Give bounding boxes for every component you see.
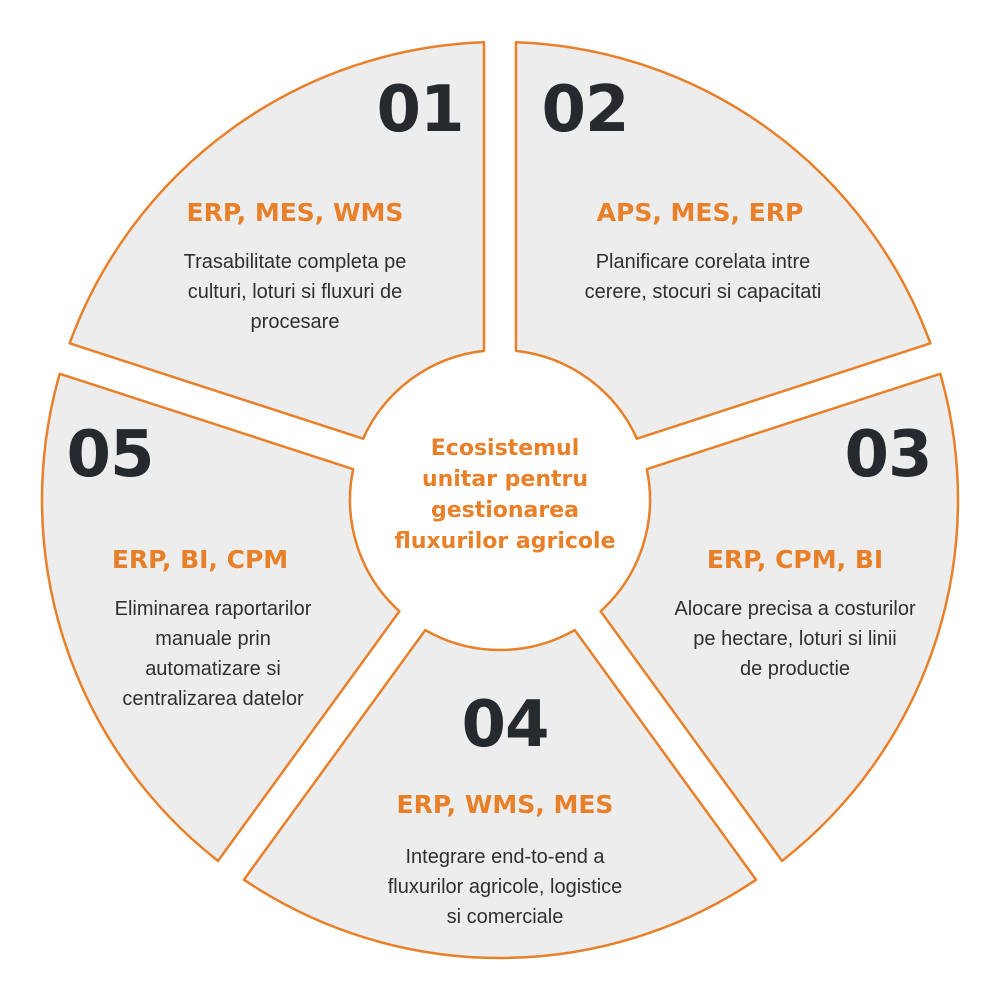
- segment-03-systems: ERP, CPM, BI: [706, 545, 884, 574]
- segment-05-shape: [40, 372, 401, 863]
- segment-05-number: 05: [66, 418, 154, 492]
- description-line: Alocare precisa a costurilor: [674, 598, 916, 620]
- segment-04-description: Integrare end-to-end a fluxurilor agrico…: [388, 842, 623, 932]
- segment-02-systems: APS, MES, ERP: [596, 198, 804, 227]
- segment-05-systems: ERP, BI, CPM: [111, 545, 289, 574]
- segment-03-shape: [599, 372, 960, 863]
- segment-04-number: 04: [461, 688, 549, 762]
- segment-02-number: 02: [541, 73, 629, 147]
- segment-02-shape: [514, 41, 932, 440]
- segment-05-description: Eliminarea raportarilor manuale prin aut…: [115, 594, 312, 714]
- segment-03-description: Alocare precisa a costurilor pe hectare,…: [674, 594, 915, 684]
- center-line: fluxurilor agricole: [394, 529, 616, 554]
- description-line: cerere, stocuri si capacitati: [584, 281, 822, 303]
- description-line: si comerciale: [446, 906, 564, 928]
- center-line: unitar pentru: [421, 467, 589, 492]
- segment-04-systems: ERP, WMS, MES: [396, 790, 614, 819]
- description-line: culturi, loturi si fluxuri de: [187, 281, 403, 303]
- segment-01-number: 01: [376, 73, 464, 147]
- segment-03-number: 03: [844, 418, 932, 492]
- description-line: Integrare end-to-end a: [405, 846, 605, 868]
- center-line: Ecosistemul: [430, 436, 580, 461]
- description-line: manuale prin: [155, 628, 271, 650]
- description-line: pe hectare, loturi si linii: [693, 628, 897, 650]
- description-line: centralizarea datelor: [122, 688, 304, 710]
- description-line: Eliminarea raportarilor: [114, 598, 312, 620]
- segment-01-description: Trasabilitate completa pe culturi, lotur…: [184, 247, 407, 337]
- description-line: Planificare corelata intre: [595, 251, 811, 273]
- segment-01-shape: [68, 41, 486, 440]
- description-line: fluxurilor agricole, logistice: [387, 876, 623, 898]
- description-line: procesare: [250, 311, 340, 333]
- description-line: Trasabilitate completa pe: [183, 251, 407, 273]
- description-line: de productie: [739, 658, 851, 680]
- description-line: automatizare si: [145, 658, 281, 680]
- segment-02-description: Planificare corelata intre cerere, stocu…: [585, 247, 822, 307]
- center-line: gestionarea: [430, 498, 580, 523]
- segment-01-systems: ERP, MES, WMS: [186, 198, 404, 227]
- segment-04-shape: [242, 628, 758, 960]
- center-title: Ecosistemul unitar pentru gestionarea fl…: [395, 433, 616, 557]
